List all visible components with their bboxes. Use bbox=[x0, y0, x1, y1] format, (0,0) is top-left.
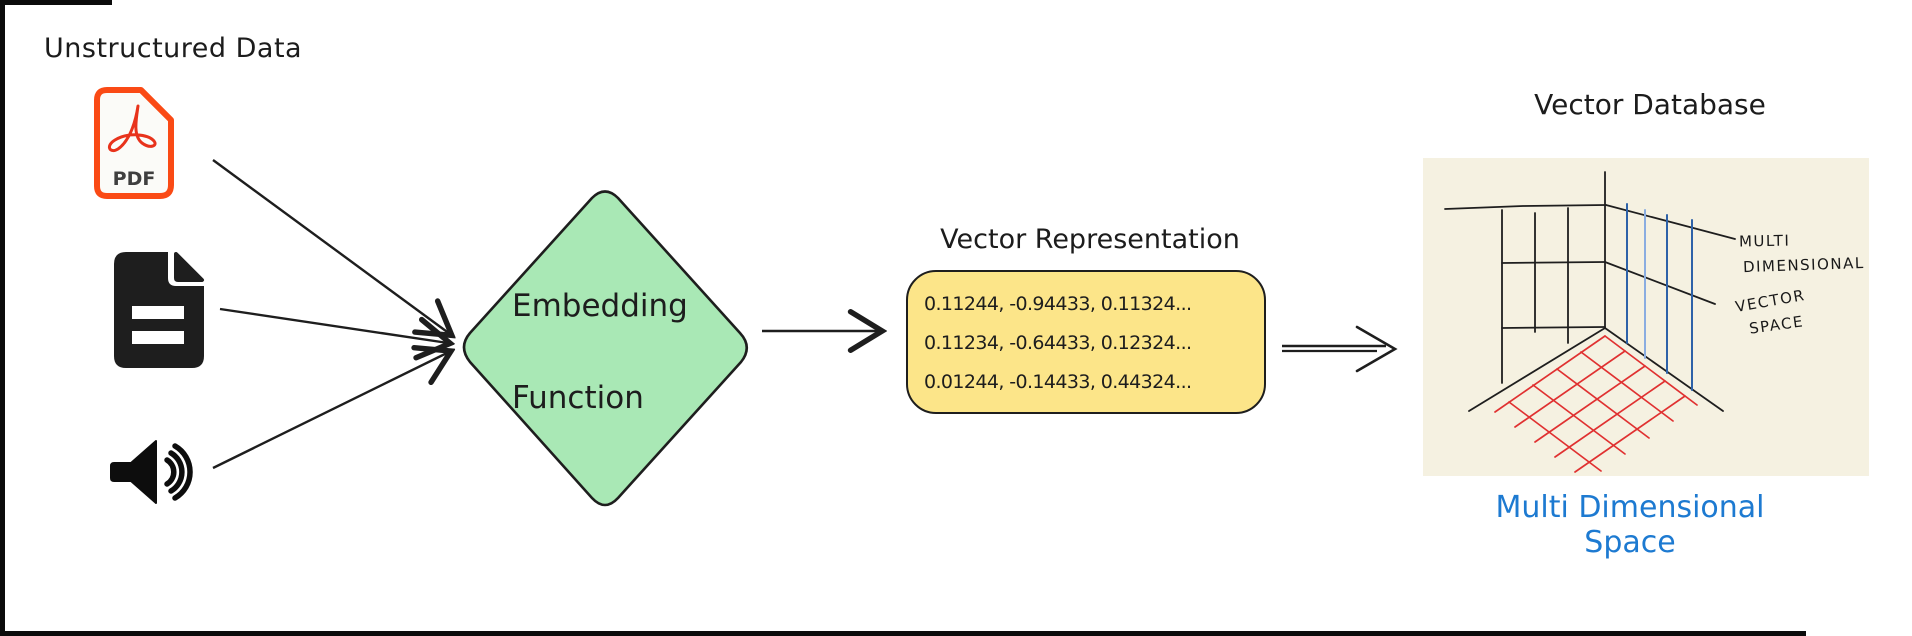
blue-dimension-lines bbox=[1626, 203, 1693, 391]
document-text-line bbox=[132, 331, 184, 344]
sound-wave-3 bbox=[172, 443, 193, 501]
embedding-function-label: Embedding Function bbox=[512, 283, 688, 421]
document-fold-corner bbox=[174, 252, 204, 282]
room-frame-lines bbox=[1444, 171, 1736, 412]
vector-row: 0.11234, -0.64433, 0.12324... bbox=[924, 332, 1192, 354]
vector-space-sketch bbox=[1444, 171, 1736, 473]
document-text-line bbox=[132, 306, 184, 319]
floor-red-grid bbox=[1494, 335, 1698, 473]
vector-representation-title: Vector Representation bbox=[940, 224, 1240, 255]
arrow-pdf-to-embedding bbox=[212, 159, 450, 334]
multi-dimensional-space-caption: Multi Dimensional Space bbox=[1495, 490, 1765, 560]
vector-representation-box: 0.11244, -0.94433, 0.11324... 0.11234, -… bbox=[906, 270, 1266, 414]
arrow-document-to-embedding bbox=[219, 307, 448, 343]
vector-database-title: Vector Database bbox=[1534, 88, 1766, 121]
window-border-bottom bbox=[0, 631, 1806, 636]
arrow-vector-to-database bbox=[1282, 325, 1398, 373]
document-icon bbox=[114, 252, 204, 368]
arrow-audio-to-embedding bbox=[212, 352, 449, 470]
window-border-left bbox=[0, 0, 5, 636]
embedding-line-2: Function bbox=[512, 380, 644, 416]
sound-wave-1 bbox=[164, 457, 177, 487]
embedding-line-1: Embedding bbox=[512, 288, 688, 324]
unstructured-data-label: Unstructured Data bbox=[44, 33, 303, 64]
vector-row: 0.01244, -0.14433, 0.44324... bbox=[924, 371, 1192, 393]
window-border-top bbox=[0, 0, 112, 5]
audio-icon bbox=[110, 440, 193, 504]
vector-database-panel: MULTI DIMENSIONAL VECTOR SPACE bbox=[1423, 158, 1869, 476]
pdf-icon-label: PDF bbox=[113, 168, 156, 190]
annotation-multi: MULTI bbox=[1738, 231, 1791, 251]
sound-wave-2 bbox=[168, 450, 185, 494]
pdf-file-outline bbox=[94, 87, 174, 199]
pdf-file-icon: PDF bbox=[94, 87, 174, 199]
adobe-acrobat-mark bbox=[107, 104, 157, 153]
speaker-body bbox=[110, 440, 157, 504]
vector-row: 0.11244, -0.94433, 0.11324... bbox=[924, 293, 1192, 315]
